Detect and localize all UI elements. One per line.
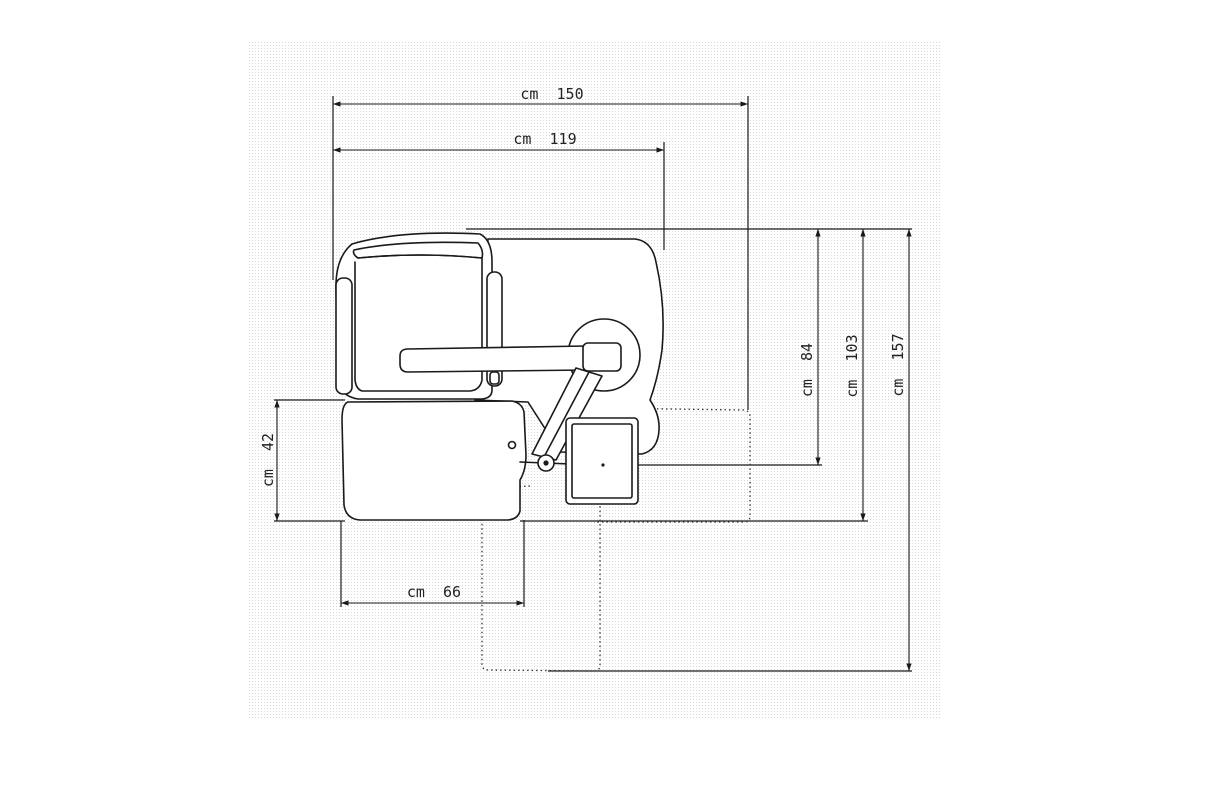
monitor-center-mark bbox=[601, 463, 605, 467]
extension-lines bbox=[274, 96, 912, 672]
dim-label-66: cm 66 bbox=[407, 583, 461, 601]
dimension-lines bbox=[274, 101, 912, 671]
dotted-table-swing bbox=[481, 485, 601, 672]
dim-label-157: cm 157 bbox=[889, 333, 907, 396]
chair-knob bbox=[489, 371, 500, 385]
monitor-frame bbox=[565, 417, 639, 505]
dim-label-119: cm 119 bbox=[513, 130, 576, 148]
arm-link-inner-line bbox=[543, 371, 590, 458]
articulated-arm bbox=[399, 342, 622, 461]
dotted-monitor-range bbox=[593, 407, 751, 523]
arm-horizontal-segment bbox=[399, 345, 587, 373]
chair-seat-inner bbox=[354, 254, 483, 392]
dim-label-103: cm 103 bbox=[843, 334, 861, 397]
side-table-knob bbox=[507, 440, 517, 450]
arm-end-joint-pin bbox=[543, 460, 549, 466]
chair-armrest-left bbox=[335, 277, 353, 395]
dim-label-42: cm 42 bbox=[259, 433, 277, 487]
dim-label-150: cm 150 bbox=[520, 85, 583, 103]
side-table bbox=[341, 400, 527, 521]
arm-joint-box bbox=[582, 342, 622, 372]
chair bbox=[335, 232, 503, 400]
monitor-screen bbox=[571, 423, 633, 499]
dim-label-84: cm 84 bbox=[798, 343, 816, 397]
monitor bbox=[565, 417, 639, 505]
